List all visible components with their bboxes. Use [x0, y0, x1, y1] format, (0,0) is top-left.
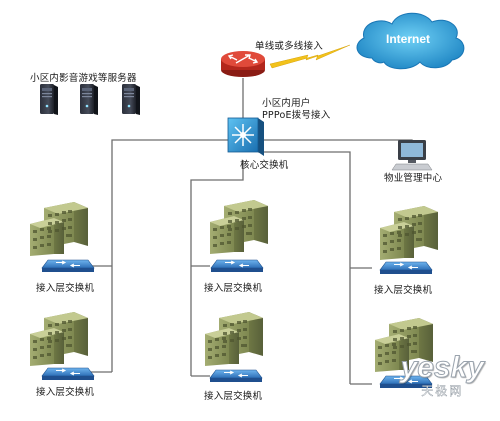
building-icon — [30, 312, 88, 366]
core-switch-icon — [227, 117, 264, 156]
watermark: yesky 天极网 — [400, 351, 484, 399]
uplink-label: 单线或多线接入 — [255, 41, 323, 52]
server-icon — [122, 84, 140, 115]
pppoe-label-line1: 小区内用户 — [262, 98, 311, 109]
link-core-center — [190, 160, 244, 376]
access-switch-icon — [41, 367, 95, 381]
watermark-brand: yesky — [400, 351, 484, 384]
access-switch-icon — [41, 259, 95, 273]
connection-lines — [74, 78, 413, 385]
internet-label: Internet — [386, 32, 430, 46]
servers-label: 小区内影音游戏等服务器 — [30, 73, 137, 84]
access-switch-label: 接入层交换机 — [204, 283, 263, 294]
server-icon — [80, 84, 98, 115]
management-label: 物业管理中心 — [384, 173, 443, 184]
access-switch-icon — [379, 261, 433, 275]
server-group — [40, 84, 140, 115]
building-icon — [30, 202, 88, 256]
access-switch-label: 接入层交换机 — [36, 387, 95, 398]
watermark-sub: 天极网 — [421, 384, 464, 398]
lightning-bolt-icon — [269, 44, 351, 69]
pppoe-label-line2: PPPoE拨号接入 — [262, 110, 331, 121]
core-switch-label: 核心交换机 — [240, 160, 289, 171]
building-icon — [380, 206, 438, 260]
link-core-management — [258, 139, 413, 148]
computer-icon — [391, 140, 433, 171]
access-switch-icon — [209, 369, 263, 383]
router-icon — [221, 51, 265, 77]
access-switch-label: 接入层交换机 — [204, 391, 263, 402]
link-core-left — [111, 139, 228, 372]
access-switch-icon — [210, 259, 264, 273]
server-icon — [40, 84, 58, 115]
building-icon — [205, 312, 263, 366]
building-icon — [210, 200, 268, 254]
access-switch-label: 接入层交换机 — [36, 283, 95, 294]
internet-cloud-icon: Internet — [356, 12, 465, 70]
access-switch-label: 接入层交换机 — [374, 285, 433, 296]
link-core-right — [258, 151, 351, 384]
